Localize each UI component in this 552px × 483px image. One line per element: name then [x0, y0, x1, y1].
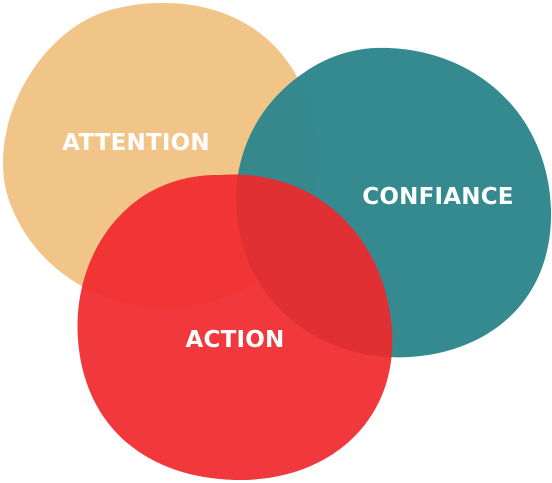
action-circle	[77, 174, 393, 481]
action-label: ACTION	[186, 327, 285, 353]
confiance-label: CONFIANCE	[362, 184, 513, 210]
attention-label: ATTENTION	[62, 130, 210, 156]
